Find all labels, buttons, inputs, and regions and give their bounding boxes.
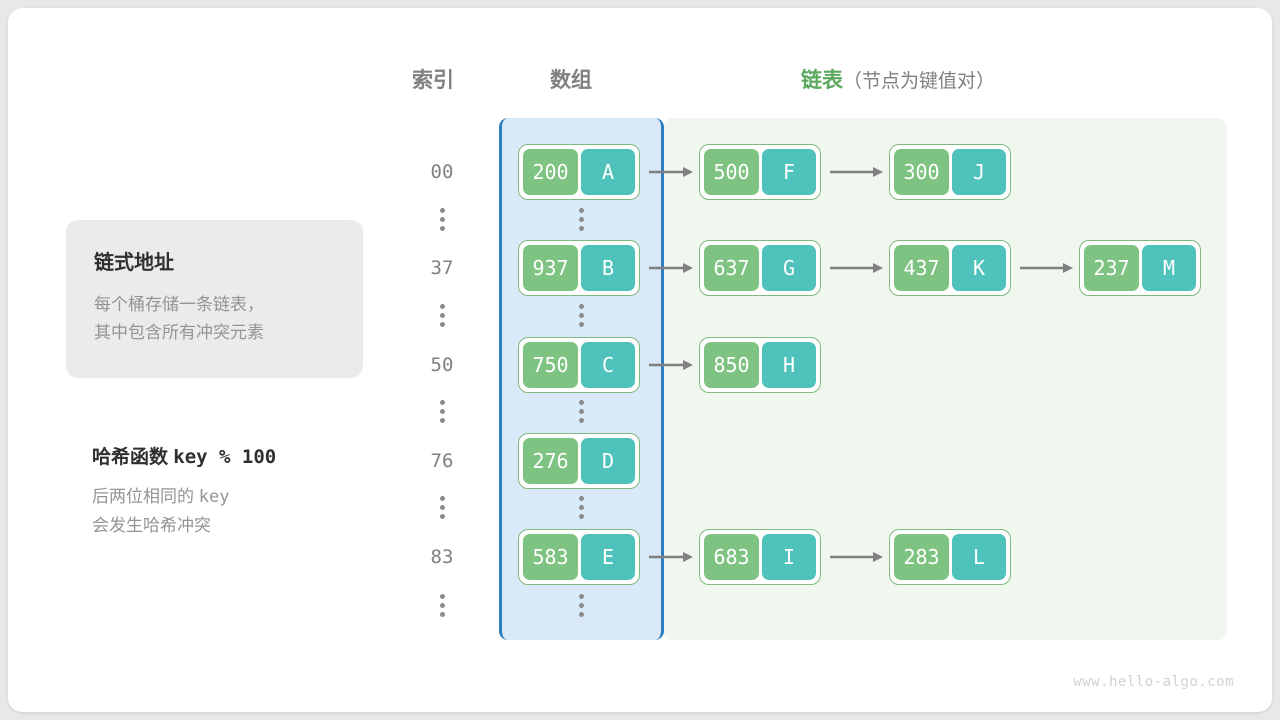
- node-key: 300: [894, 149, 949, 195]
- node-value: A: [581, 149, 635, 195]
- node-value: L: [952, 534, 1006, 580]
- node-value: J: [952, 149, 1006, 195]
- node-key: 283: [894, 534, 949, 580]
- array-ellipsis: [578, 594, 584, 617]
- node-value: I: [762, 534, 816, 580]
- info-card-line-1: 每个桶存储一条链表，: [94, 295, 264, 314]
- node-key: 850: [704, 342, 759, 388]
- hash-note-line-1: 后两位相同的 key: [92, 483, 276, 512]
- bucket-index-label: 37: [430, 257, 454, 279]
- hash-function-label: 哈希函数: [92, 447, 169, 468]
- array-ellipsis: [578, 496, 584, 519]
- node-key: 437: [894, 245, 949, 291]
- column-header-array: 数组: [550, 69, 592, 92]
- node-value: K: [952, 245, 1006, 291]
- index-ellipsis: [439, 304, 445, 327]
- index-ellipsis: [439, 208, 445, 231]
- hash-function-note: 哈希函数 key % 100 后两位相同的 key 会发生哈希冲突: [92, 442, 276, 539]
- chain-arrow-icon: [1020, 262, 1073, 274]
- info-card-line-2: 其中包含所有冲突元素: [94, 323, 264, 343]
- info-card-title: 链式地址: [94, 252, 174, 274]
- node-value: D: [581, 438, 635, 484]
- node-key: 200: [523, 149, 578, 195]
- bucket-index-label: 76: [430, 450, 454, 472]
- hash-note-line-1-text: 后两位相同的: [92, 487, 194, 506]
- node-value: F: [762, 149, 816, 195]
- node-value: M: [1142, 245, 1196, 291]
- diagram-canvas: 索引 数组 链表（节点为键值对） 链式地址 每个桶存储一条链表， 其中包含所有冲…: [8, 8, 1272, 712]
- node-value: H: [762, 342, 816, 388]
- hash-function-expression: key % 100: [173, 446, 277, 468]
- node-key: 583: [523, 534, 578, 580]
- node-key: 500: [704, 149, 759, 195]
- chain-arrow-icon: [649, 551, 693, 563]
- index-ellipsis: [439, 496, 445, 519]
- column-header-linked-list: 链表（节点为键值对）: [801, 64, 995, 94]
- node-value: E: [581, 534, 635, 580]
- info-card-body: 每个桶存储一条链表， 其中包含所有冲突元素: [94, 291, 363, 347]
- node-key: 637: [704, 245, 759, 291]
- linked-list-sublabel: （节点为键值对）: [843, 71, 996, 92]
- array-ellipsis: [578, 208, 584, 231]
- hash-note-line-1-code: key: [198, 487, 230, 507]
- hash-function-body: 后两位相同的 key 会发生哈希冲突: [92, 483, 276, 539]
- index-ellipsis: [439, 400, 445, 423]
- chain-arrow-icon: [830, 262, 883, 274]
- chain-arrow-icon: [830, 166, 883, 178]
- array-ellipsis: [578, 400, 584, 423]
- node-value: G: [762, 245, 816, 291]
- watermark: www.hello-algo.com: [1073, 674, 1234, 690]
- chain-arrow-icon: [649, 359, 693, 371]
- node-key: 937: [523, 245, 578, 291]
- node-key: 276: [523, 438, 578, 484]
- node-key: 237: [1084, 245, 1139, 291]
- index-ellipsis: [439, 594, 445, 617]
- hash-note-line-2: 会发生哈希冲突: [92, 515, 211, 535]
- array-ellipsis: [578, 304, 584, 327]
- node-value: B: [581, 245, 635, 291]
- node-key: 750: [523, 342, 578, 388]
- chain-arrow-icon: [830, 551, 883, 563]
- chain-arrow-icon: [649, 166, 693, 178]
- node-key: 683: [704, 534, 759, 580]
- bucket-index-label: 50: [430, 354, 454, 376]
- column-header-index: 索引: [412, 69, 454, 92]
- info-card: 链式地址 每个桶存储一条链表， 其中包含所有冲突元素: [66, 220, 363, 378]
- bucket-index-label: 83: [430, 546, 454, 568]
- linked-list-label: 链表: [801, 69, 843, 92]
- bucket-index-label: 00: [430, 161, 454, 183]
- node-value: C: [581, 342, 635, 388]
- hash-function-title: 哈希函数 key % 100: [92, 442, 276, 469]
- chain-arrow-icon: [649, 262, 693, 274]
